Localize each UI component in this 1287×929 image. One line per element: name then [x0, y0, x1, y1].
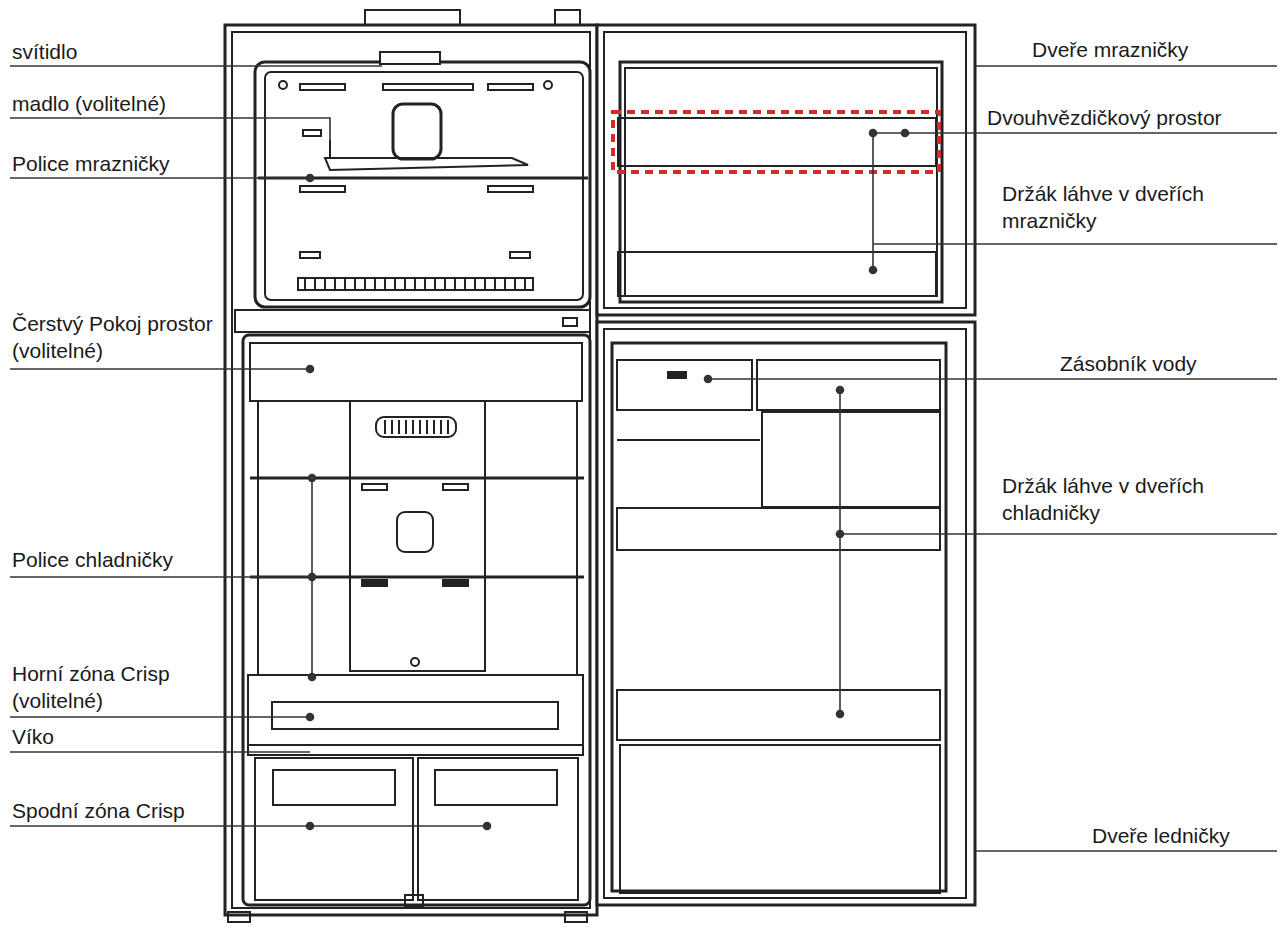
part-label: madlo (volitelné): [10, 90, 168, 117]
part-label: Dveře ledničky: [1090, 822, 1232, 849]
part-label: Držák láhve v dveřích mrazničky: [1000, 180, 1274, 235]
part-label: Police chladničky: [10, 546, 175, 573]
part-label: Čerstvý Pokoj prostor (volitelné): [10, 310, 219, 365]
part-label: Spodní zóna Crisp: [10, 797, 187, 824]
part-label: svítidlo: [10, 38, 79, 65]
part-label: Horní zóna Crisp (volitelné): [10, 660, 204, 715]
part-label: Police mrazničky: [10, 150, 172, 177]
part-label: Víko: [10, 723, 56, 750]
part-label: Zásobník vody: [1058, 350, 1199, 377]
part-label: Držák láhve v dveřích chladničky: [1000, 472, 1274, 527]
part-label: Dveře mrazničky: [1030, 36, 1190, 63]
part-label: Dvouhvězdičkový prostor: [985, 104, 1224, 131]
